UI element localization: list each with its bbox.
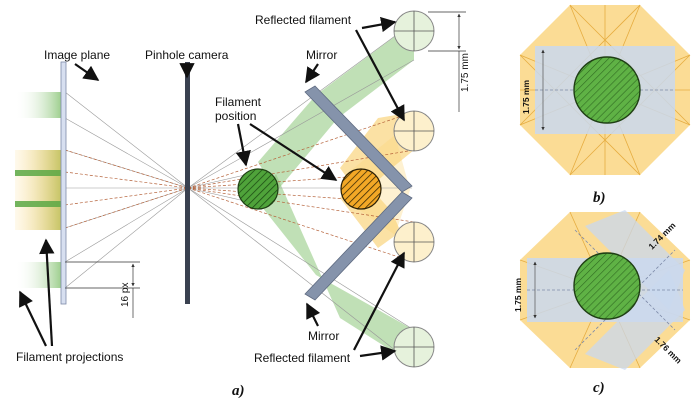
projection-top bbox=[15, 92, 65, 118]
panel-c-blue-band-diagonal-2 bbox=[585, 270, 685, 370]
image-plane bbox=[60, 61, 67, 305]
reflected-circle-4 bbox=[393, 326, 435, 368]
projection-middle-stripe-2 bbox=[15, 201, 65, 207]
reflected-circle-2 bbox=[393, 110, 435, 152]
dimension-pixels bbox=[65, 261, 140, 318]
reflected-circle-3 bbox=[393, 221, 435, 263]
label-reflected-top: Reflected filament bbox=[255, 13, 352, 27]
panel-c-filament bbox=[573, 252, 641, 320]
panel-b-filament bbox=[573, 56, 641, 124]
label-mirror-bottom: Mirror bbox=[308, 329, 339, 343]
panel-label-c: c) bbox=[593, 380, 605, 396]
reflected-circle-1 bbox=[393, 10, 435, 52]
projection-middle-stripe-1 bbox=[15, 170, 65, 176]
projection-bottom bbox=[15, 262, 65, 288]
panel-b-dim-left: 1.75 mm bbox=[521, 80, 531, 114]
label-pinhole-camera: Pinhole camera bbox=[145, 48, 229, 62]
dimension-spacing-label: 1.75 mm bbox=[460, 53, 471, 92]
panel-a: 1.75 mm 16 px Image plane Pinhole camera… bbox=[15, 10, 471, 399]
panel-label-a: a) bbox=[232, 383, 245, 399]
dimension-pixels-label: 16 px bbox=[120, 283, 131, 307]
panel-b: 1.75 mm b) bbox=[519, 4, 691, 206]
mirror-bottom bbox=[304, 191, 413, 301]
label-filament-projections: Filament projections bbox=[16, 350, 123, 364]
label-mirror-top: Mirror bbox=[306, 48, 337, 62]
panel-c: 1.75 mm 1.74 mm 1.76 mm c) bbox=[513, 210, 691, 396]
panel-label-b: b) bbox=[593, 190, 606, 206]
label-filament-line2: position bbox=[215, 109, 256, 123]
dimension-spacing bbox=[428, 11, 466, 112]
filament-green bbox=[237, 168, 279, 210]
label-image-plane: Image plane bbox=[44, 48, 110, 62]
label-reflected-bottom: Reflected filament bbox=[254, 351, 351, 365]
filament-orange bbox=[340, 168, 382, 210]
panel-c-dim-left: 1.75 mm bbox=[513, 278, 523, 312]
pinhole-camera bbox=[185, 62, 190, 304]
reflected-beam-bottom-green bbox=[258, 174, 414, 365]
projection-middle-green bbox=[15, 150, 65, 230]
label-filament-line1: Filament bbox=[215, 95, 262, 109]
mirror-top bbox=[304, 85, 413, 193]
annotation-arrows bbox=[19, 16, 405, 361]
